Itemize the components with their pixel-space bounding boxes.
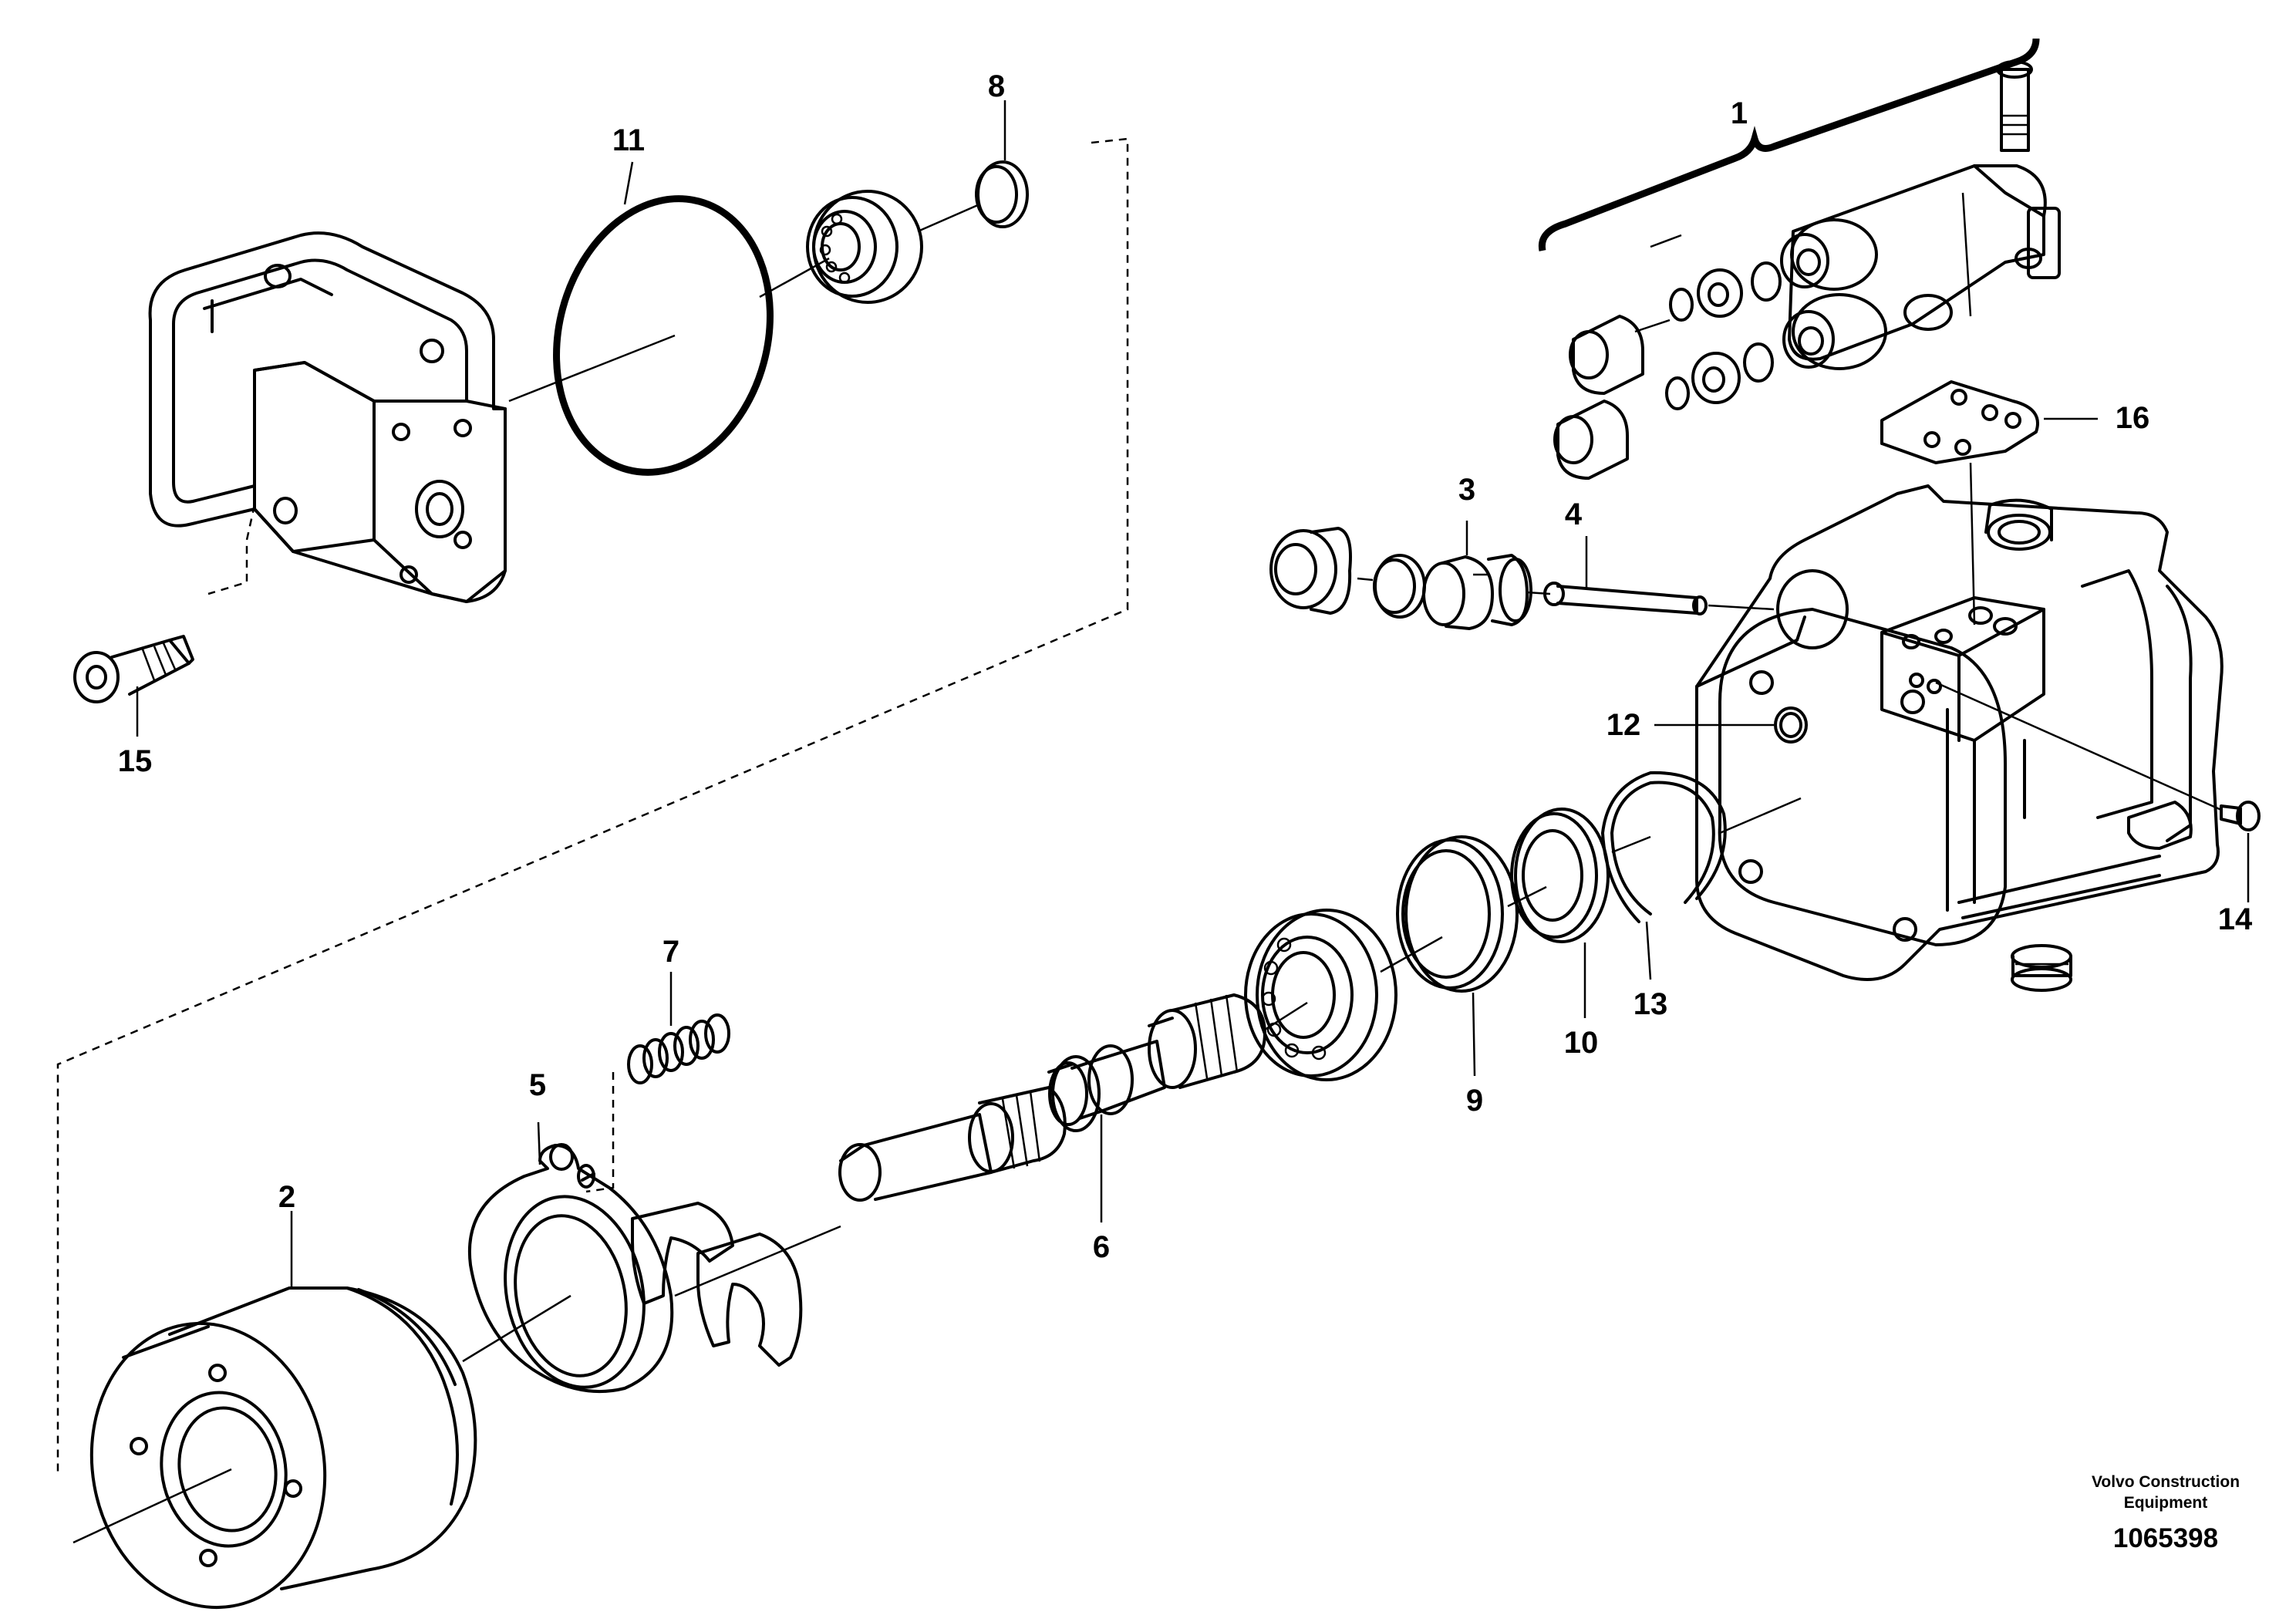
callout-4: 4	[1565, 497, 1583, 531]
callout-2: 2	[278, 1180, 295, 1214]
callout-13: 13	[1633, 987, 1668, 1021]
shoe-clamps	[631, 1202, 803, 1367]
part-16-gasket-plate	[1880, 380, 2039, 464]
part-6-splined-shaft	[838, 993, 1266, 1202]
callout-15: 15	[118, 744, 153, 778]
callout-6: 6	[1093, 1230, 1110, 1264]
callout-14: 14	[2218, 902, 2253, 936]
part-11-o-ring	[553, 195, 774, 476]
part-14-screw	[2220, 801, 2261, 831]
callout-labels: 1 2 3 4 5 6 7 8 9 10 11 12 13 14 15 16	[118, 69, 2253, 1264]
callout-8: 8	[988, 69, 1005, 103]
part-3-adjuster-set	[1269, 527, 1532, 630]
part-4-pin	[1543, 582, 1708, 615]
drawing-number: 1065398	[2113, 1523, 2218, 1553]
callout-7: 7	[663, 935, 679, 969]
callout-3: 3	[1458, 473, 1475, 507]
shaft-bearing	[1244, 909, 1397, 1081]
callout-9: 9	[1466, 1084, 1483, 1118]
part-5-swash-plate	[467, 1143, 674, 1394]
callout-10: 10	[1564, 1026, 1599, 1060]
pump-housing	[1695, 484, 2224, 992]
callout-11: 11	[612, 123, 645, 157]
assembly-guide-lines	[56, 137, 1129, 1473]
part-2-cylinder-block	[89, 1286, 477, 1610]
credit-line-1: Volvo Construction	[2092, 1473, 2240, 1491]
part-7-spring	[627, 1013, 730, 1084]
end-cover-housing	[148, 231, 507, 603]
callout-leaders	[136, 100, 2250, 1288]
assembly-center-lines	[72, 192, 2222, 1544]
part-9-bearing-cup	[1396, 835, 1519, 993]
part-10-seal	[1510, 808, 1610, 943]
part-1-control-valve	[1538, 38, 2061, 480]
footer-credit: Volvo Construction Equipment 1065398	[2092, 1473, 2240, 1553]
credit-line-2: Equipment	[2124, 1494, 2208, 1512]
part-15-bolt	[73, 635, 194, 703]
part-8-snap-ring	[975, 160, 1029, 228]
callout-5: 5	[529, 1068, 546, 1102]
callout-12: 12	[1607, 708, 1641, 742]
callout-1: 1	[1731, 96, 1748, 130]
part-13-retaining-ring	[1601, 771, 1727, 923]
part-12-small-o-ring	[1774, 706, 1808, 744]
cover-bearing	[806, 190, 923, 304]
callout-16: 16	[2116, 401, 2150, 435]
